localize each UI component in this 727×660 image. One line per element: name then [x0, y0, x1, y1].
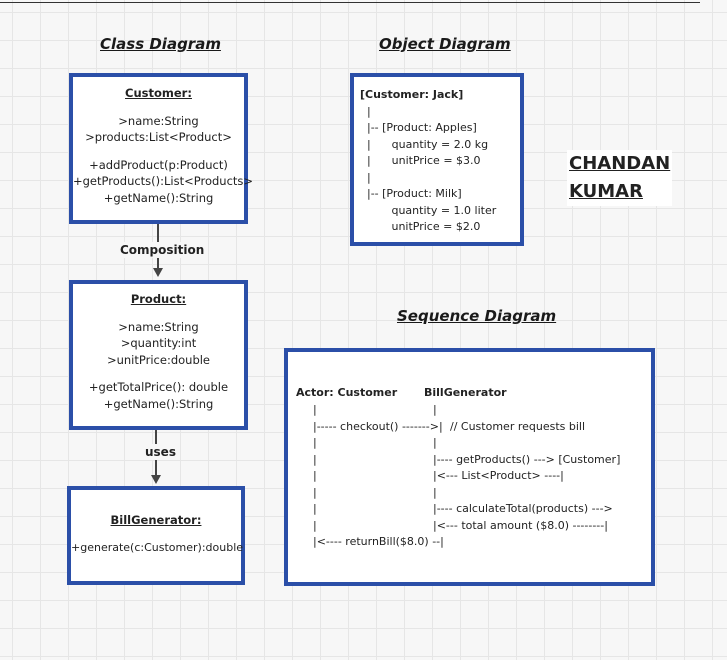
billgenerator-class-title: BillGenerator: — [110, 513, 202, 527]
author-name-line2: KUMAR — [569, 181, 643, 202]
uses-arrow-head — [151, 475, 161, 484]
product-attribute: >name:String — [118, 319, 199, 334]
product-class-title: Product: — [130, 292, 187, 306]
sequence-left: | — [313, 436, 317, 449]
sequence-row: |<---- returnBill($8.0) --| — [288, 535, 651, 552]
sequence-diagram-heading: Sequence Diagram — [397, 307, 557, 325]
sequence-comment: // Customer requests bill — [450, 419, 586, 433]
sequence-participant-billgenerator: BillGenerator — [424, 386, 507, 399]
sequence-left: | — [313, 403, 317, 416]
sequence-row: |----- checkout() ------->| // Customer … — [288, 420, 651, 437]
billgenerator-method: +generate(c:Customer):double — [71, 540, 244, 554]
sequence-left: | — [313, 485, 317, 499]
sequence-diagram-box[interactable]: Actor: Customer BillGenerator | | |-----… — [284, 348, 655, 586]
customer-method: +addProduct(p:Product) — [89, 157, 228, 172]
sequence-row: | |---- calculateTotal(products) ---> — [288, 502, 651, 519]
sequence-row: | | — [288, 436, 651, 453]
object-apples-quantity: | quantity = 2.0 kg — [360, 137, 489, 151]
sequence-row: | |<--- total amount ($8.0) --------| — [288, 519, 651, 536]
customer-attribute: >name:String — [118, 113, 199, 128]
sequence-left: | — [313, 518, 317, 532]
billgenerator-class-box[interactable]: BillGenerator: +generate(c:Customer):dou… — [67, 486, 245, 585]
object-diagram-box[interactable]: [Customer: Jack] | |-- [Product: Apples]… — [350, 73, 524, 246]
customer-method: +getProducts():List<Products> — [73, 174, 254, 188]
object-milk-quantity: quantity = 1.0 liter — [360, 203, 497, 217]
customer-class-title: Customer: — [125, 86, 192, 100]
sequence-calculatetotal-message: |---- calculateTotal(products) ---> — [433, 502, 613, 515]
object-apples-unitprice: | unitPrice = $3.0 — [360, 154, 481, 167]
product-class-box[interactable]: Product: >name:String >quantity:int >uni… — [69, 280, 248, 430]
composition-label: Composition — [117, 242, 208, 258]
object-tree-line: | — [360, 104, 371, 118]
uses-label: uses — [142, 444, 179, 460]
customer-method: +getName():String — [103, 190, 214, 205]
customer-class-box[interactable]: Customer: >name:String >products:List<Pr… — [69, 73, 254, 224]
composition-arrow-head — [153, 268, 163, 277]
sequence-left: | — [313, 502, 317, 515]
sequence-row: | | — [288, 403, 651, 420]
sequence-list-return: |<--- List<Product> ----| — [433, 469, 564, 482]
sequence-getproducts-message: |---- getProducts() ---> [Customer] — [433, 452, 621, 466]
sequence-checkout-message: |----- checkout() ------->| — [313, 419, 443, 433]
object-milk-unitprice: unitPrice = $2.0 — [360, 220, 481, 233]
sequence-rows: | | |----- checkout() ------->| // Custo… — [288, 403, 651, 552]
object-diagram-heading: Object Diagram — [379, 35, 511, 53]
sequence-left: | — [313, 469, 317, 482]
top-divider-line — [0, 2, 700, 3]
author-name: CHANDAN KUMAR — [567, 150, 673, 206]
object-customer-jack: [Customer: Jack] — [360, 88, 464, 101]
sequence-row: | | — [288, 486, 651, 503]
object-product-apples: |-- [Product: Apples] — [360, 121, 477, 134]
product-attribute: >quantity:int — [120, 336, 197, 350]
product-method: +getName():String — [103, 396, 214, 411]
product-attribute: >unitPrice:double — [106, 352, 211, 367]
sequence-right: | — [433, 485, 437, 499]
author-name-line1: CHANDAN — [569, 153, 671, 174]
customer-attribute: >products:List<Product> — [85, 130, 232, 144]
object-tree-line: | — [360, 170, 371, 184]
sequence-total-return: |<--- total amount ($8.0) --------| — [433, 518, 608, 532]
product-method: +getTotalPrice(): double — [88, 380, 229, 394]
sequence-row: | |<--- List<Product> ----| — [288, 469, 651, 486]
sequence-returnbill-message: |<---- returnBill($8.0) --| — [313, 535, 444, 548]
sequence-right: | — [433, 436, 437, 449]
sequence-actor-customer: Actor: Customer — [296, 386, 398, 399]
sequence-right: | — [433, 403, 437, 416]
object-product-milk: |-- [Product: Milk] — [360, 187, 462, 200]
sequence-row: | |---- getProducts() ---> [Customer] — [288, 453, 651, 470]
class-diagram-heading: Class Diagram — [100, 35, 221, 53]
sequence-left: | — [313, 452, 317, 466]
